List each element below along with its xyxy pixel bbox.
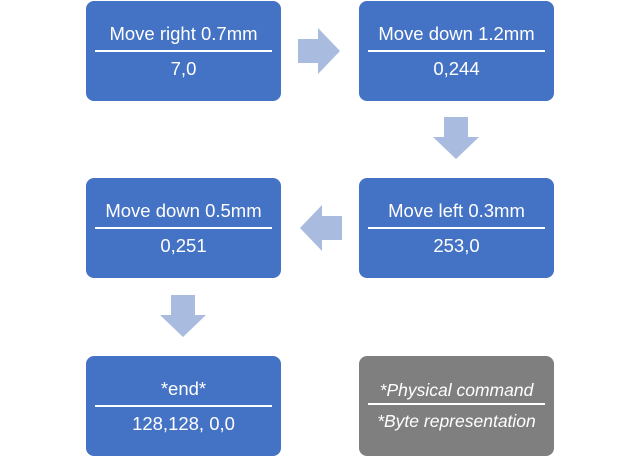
step-move-left: Move left 0.3mm 253,0 [359, 178, 554, 278]
byte-representation: 0,244 [433, 58, 480, 79]
physical-command: Move down 0.5mm [105, 200, 262, 221]
arrow-left-icon [300, 205, 342, 251]
byte-representation: 7,0 [170, 58, 197, 79]
step-move-down-1-2: Move down 1.2mm 0,244 [359, 1, 554, 101]
step-end: *end* 128,128, 0,0 [86, 356, 281, 456]
divider [368, 227, 545, 229]
divider [95, 405, 272, 407]
divider [95, 50, 272, 52]
physical-command: Move right 0.7mm [109, 23, 258, 44]
legend-bytes-label: *Byte representation [377, 411, 536, 431]
divider [368, 403, 545, 405]
legend-box: *Physical command *Byte representation [359, 356, 554, 456]
byte-representation: 128,128, 0,0 [132, 413, 235, 434]
arrow-right-icon [298, 28, 340, 74]
arrow-down-icon [433, 117, 479, 159]
divider [95, 227, 272, 229]
legend-command-label: *Physical command [379, 380, 534, 400]
byte-representation: 0,251 [160, 235, 207, 256]
step-move-right: Move right 0.7mm 7,0 [86, 1, 281, 101]
step-move-down-0-5: Move down 0.5mm 0,251 [86, 178, 281, 278]
physical-command: *end* [160, 378, 207, 399]
physical-command: Move down 1.2mm [378, 23, 535, 44]
divider [368, 50, 545, 52]
byte-representation: 253,0 [433, 235, 480, 256]
arrow-down-icon [160, 295, 206, 337]
physical-command: Move left 0.3mm [388, 200, 525, 221]
